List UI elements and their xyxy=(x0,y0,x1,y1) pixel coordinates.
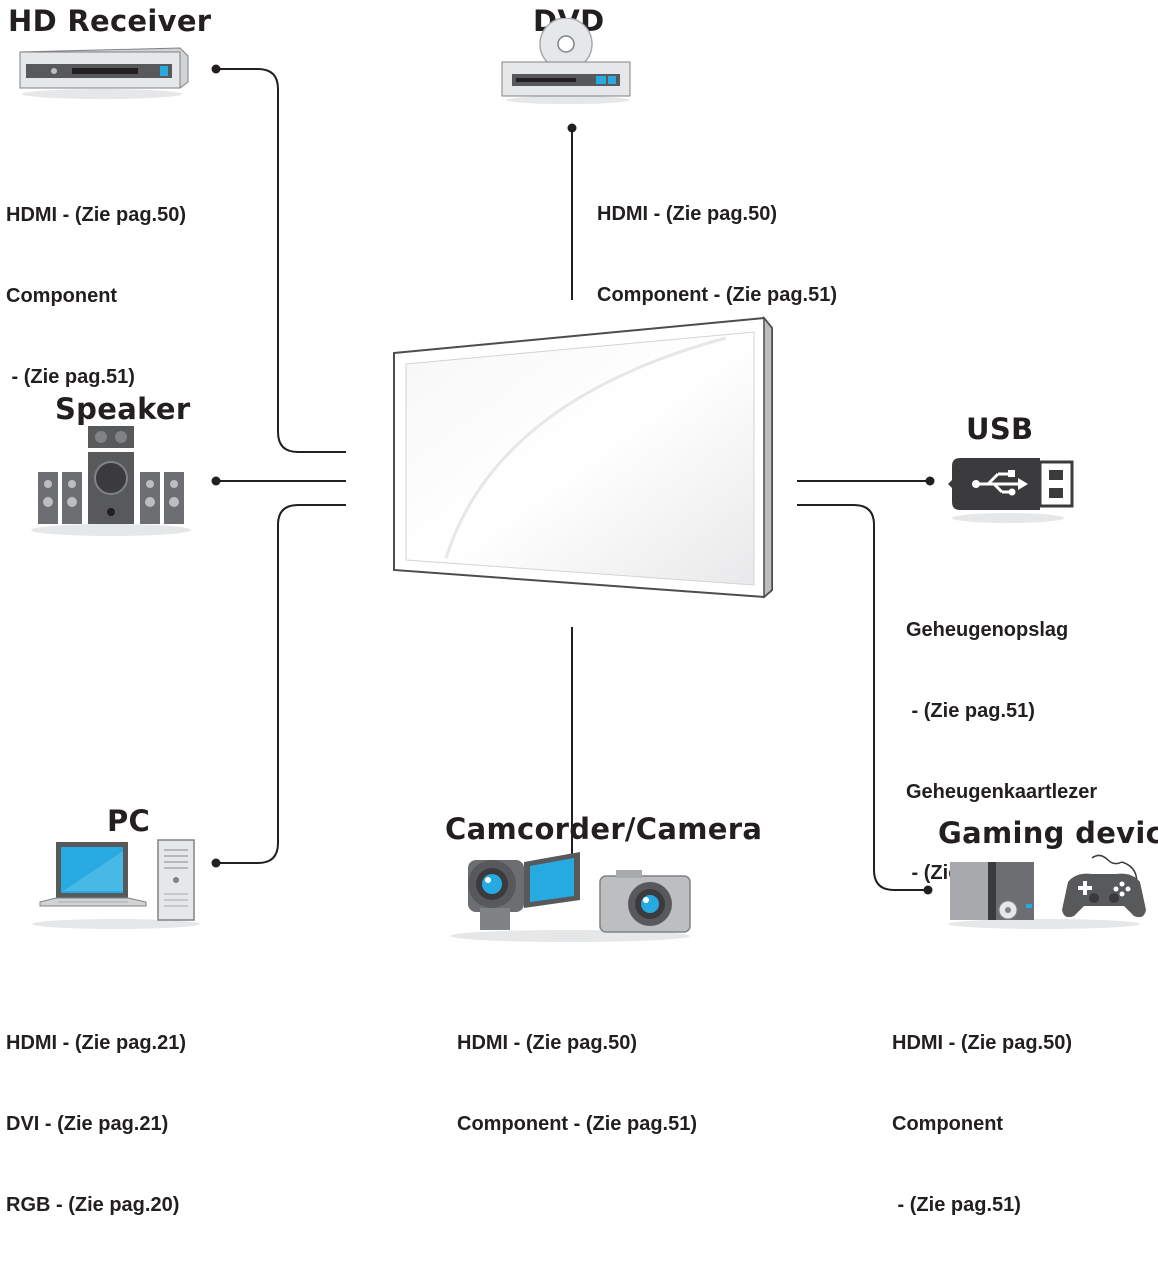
usb-title: USB xyxy=(966,412,1034,446)
wire-hd-receiver xyxy=(216,68,346,453)
wire-pc xyxy=(216,504,346,864)
hd-receiver-title: HD Receiver xyxy=(8,4,212,38)
camcorder-and-camera-icon xyxy=(450,852,691,942)
camcorder-line-2: Component - (Zie pag.51) xyxy=(457,1113,697,1135)
wire-dot-speaker xyxy=(211,476,221,486)
hd-receiver-icon xyxy=(19,47,189,99)
dvd-connections: HDMI - (Zie pag.50) Component - (Zie pag… xyxy=(597,147,837,363)
gaming-line-1: HDMI - (Zie pag.50) xyxy=(892,1032,1073,1054)
laptop-and-tower-icon xyxy=(32,839,200,929)
wire-dot-pc xyxy=(211,858,221,868)
dvd-player-icon xyxy=(501,18,631,104)
gaming-connections: HDMI - (Zie pag.50) Component - (Zie pag… xyxy=(892,976,1072,1273)
wire-dot-gaming xyxy=(923,885,933,895)
connection-diagram: HD Receiver HDMI - (Zie pag.50) Componen… xyxy=(6,4,1158,1216)
hd-receiver-connections: HDMI - (Zie pag.50) Component - (Zie pag… xyxy=(6,148,186,445)
pc-line-1: HDMI - (Zie pag.21) xyxy=(6,1032,187,1054)
wire-dot-usb xyxy=(925,476,935,486)
dvd-line-2: Component - (Zie pag.51) xyxy=(597,284,837,306)
wire-dot-hd-receiver xyxy=(211,64,221,74)
hd-receiver-line-1: HDMI - (Zie pag.50) xyxy=(6,204,187,226)
camcorder-connections: HDMI - (Zie pag.50) Component - (Zie pag… xyxy=(457,976,697,1192)
usb-line-3: Geheugenkaartlezer xyxy=(906,781,1098,803)
gaming-line-2: Component xyxy=(892,1113,1004,1135)
hd-receiver-line-2: Component xyxy=(6,285,118,307)
gaming-line-3: - (Zie pag.51) xyxy=(892,1194,1021,1216)
usb-line-1: Geheugenopslag xyxy=(906,619,1069,641)
camcorder-line-1: HDMI - (Zie pag.50) xyxy=(457,1032,638,1054)
dvd-line-1: HDMI - (Zie pag.50) xyxy=(597,203,778,225)
pc-connections: HDMI - (Zie pag.21) DVI - (Zie pag.21) R… xyxy=(6,976,186,1273)
camcorder-title: Camcorder/Camera xyxy=(445,812,763,846)
usb-drive-icon xyxy=(948,458,1074,523)
gaming-title: Gaming device xyxy=(938,816,1158,850)
speaker-title: Speaker xyxy=(55,392,191,426)
display-panel-icon xyxy=(393,315,773,599)
speaker-system-icon xyxy=(31,426,191,536)
usb-line-2: - (Zie pag.51) xyxy=(906,700,1035,722)
pc-line-2: DVI - (Zie pag.21) xyxy=(6,1113,169,1135)
pc-line-3: RGB - (Zie pag.20) xyxy=(6,1194,180,1216)
pc-title: PC xyxy=(107,804,151,838)
wire-gaming xyxy=(797,504,928,891)
wire-dot-dvd xyxy=(567,123,577,133)
game-console-and-controller-icon xyxy=(948,854,1146,929)
hd-receiver-line-3: - (Zie pag.51) xyxy=(6,366,135,388)
